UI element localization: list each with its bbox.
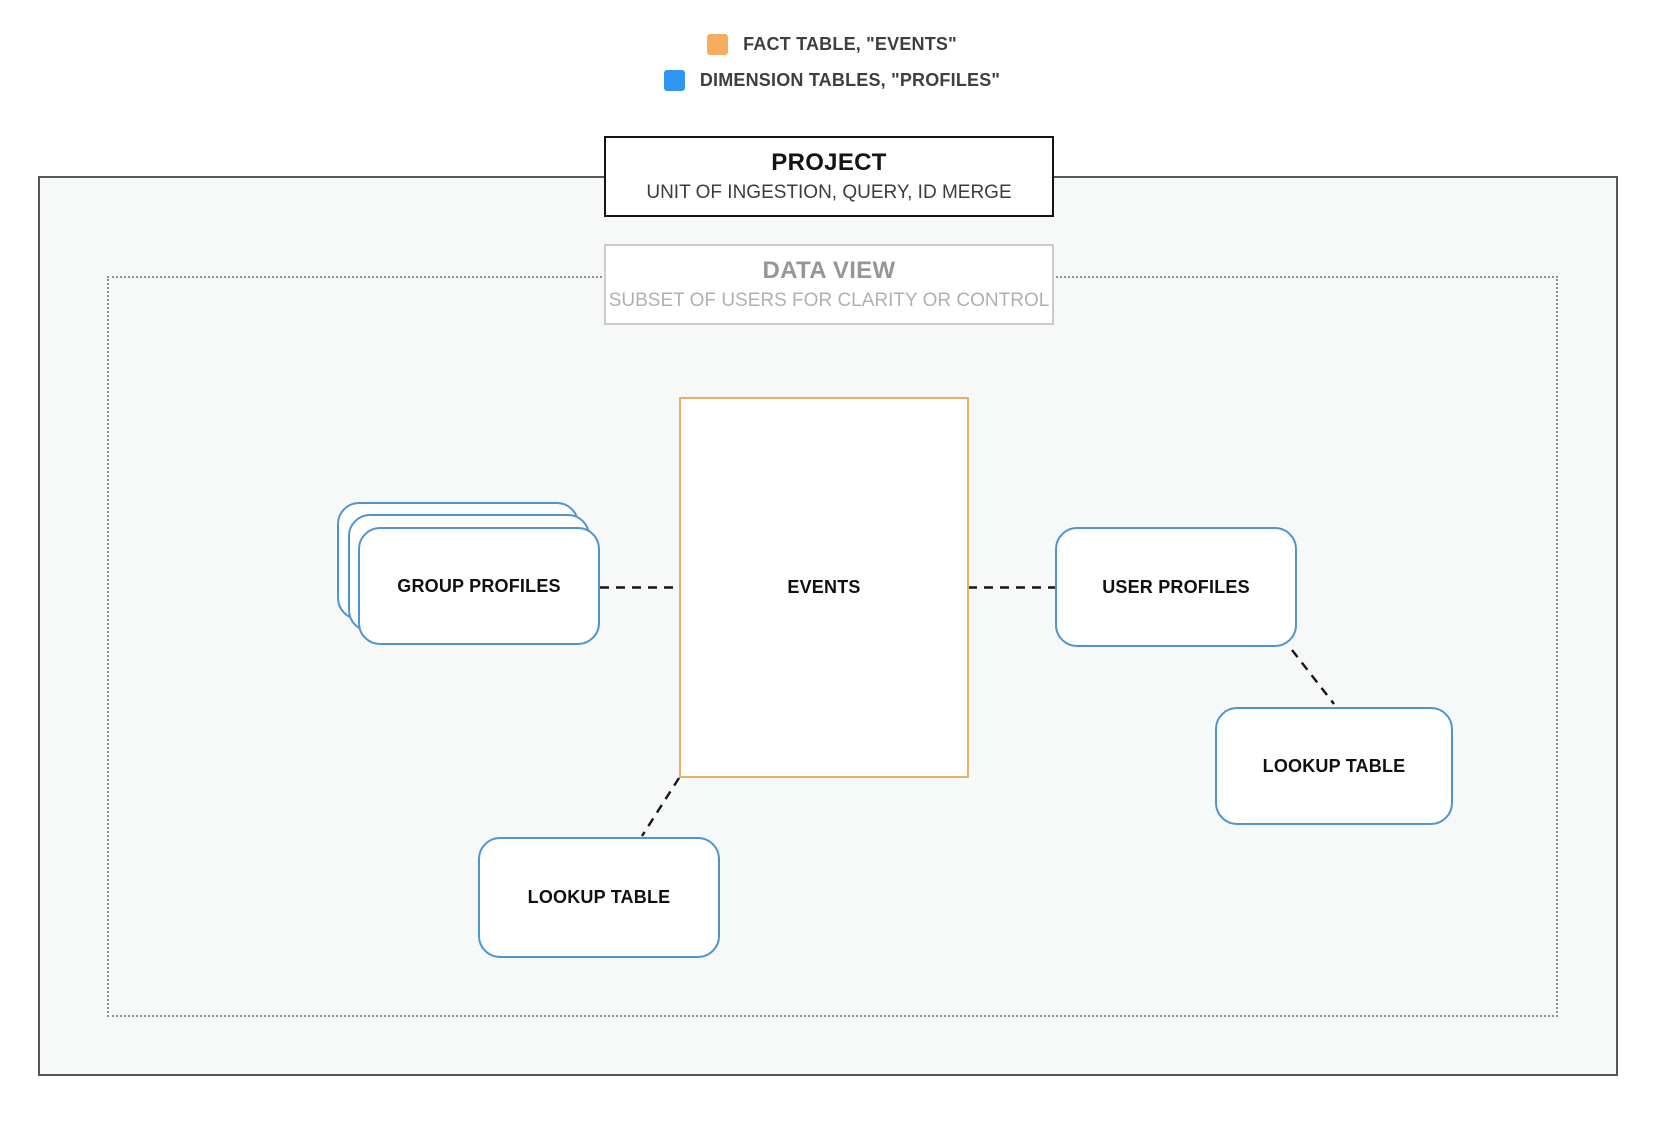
legend-item-fact-table: FACT TABLE, "EVENTS" (707, 34, 957, 55)
dimension-tables-swatch-icon (663, 70, 685, 91)
project-subtitle: UNIT OF INGESTION, QUERY, ID MERGE (646, 182, 1012, 203)
legend-label-dimension-tables: DIMENSION TABLES, "PROFILES" (699, 70, 1001, 90)
group-profiles-node: GROUP PROFILES (358, 527, 600, 645)
lookup-table-right-node-label: LOOKUP TABLE (1262, 755, 1406, 776)
user-profiles-node-label: USER PROFILES (1102, 576, 1250, 597)
events-node: EVENTS (679, 397, 969, 778)
lookup-table-bottom-node-label: LOOKUP TABLE (527, 887, 671, 907)
lookup-table-bottom-node: LOOKUP TABLE (478, 837, 720, 958)
data-view-title: DATA VIEW (762, 257, 896, 284)
legend-item-dimension-tables: DIMENSION TABLES, "PROFILES" (663, 70, 1001, 91)
project-label-box: PROJECT UNIT OF INGESTION, QUERY, ID MER… (604, 136, 1054, 217)
lookup-table-right-node: LOOKUP TABLE (1215, 707, 1453, 825)
group-profiles-node-label: GROUP PROFILES (397, 575, 561, 596)
fact-table-swatch-icon (707, 34, 729, 55)
user-profiles-node: USER PROFILES (1055, 527, 1297, 647)
data-view-label-box: DATA VIEW SUBSET OF USERS FOR CLARITY OR… (604, 244, 1054, 325)
data-view-subtitle: SUBSET OF USERS FOR CLARITY OR CONTROL (608, 290, 1050, 311)
project-title: PROJECT (771, 149, 887, 176)
legend-label-fact-table: FACT TABLE, "EVENTS" (743, 34, 957, 54)
legend: FACT TABLE, "EVENTS" DIMENSION TABLES, "… (0, 34, 1664, 91)
events-node-label: EVENTS (787, 577, 861, 597)
